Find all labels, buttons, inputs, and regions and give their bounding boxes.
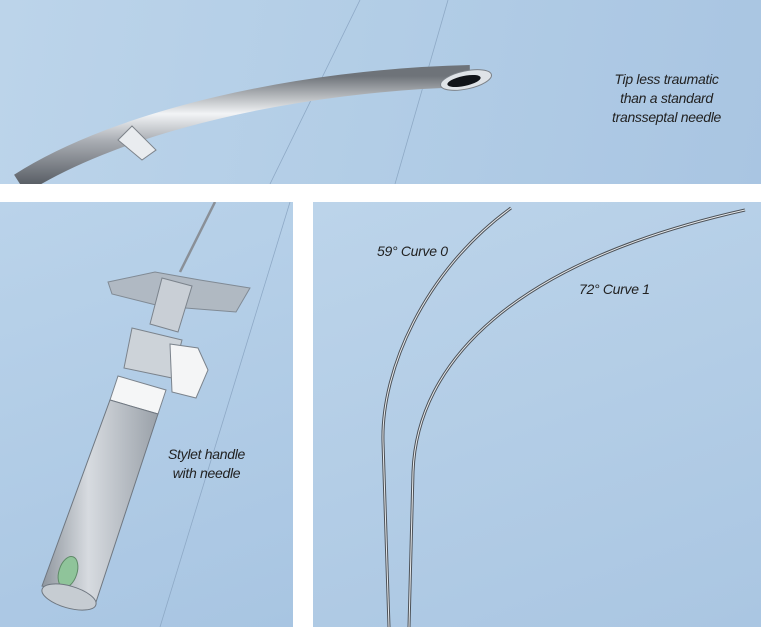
needle-lumen — [447, 74, 481, 88]
curve-1-needle — [407, 208, 746, 627]
left-panel-stylet-handle: Stylet handle with needle — [0, 202, 293, 627]
handle-end-cap — [41, 583, 97, 611]
tip-caption: Tip less traumatic than a standard trans… — [612, 71, 722, 125]
needle-collar — [117, 125, 157, 161]
stylet-handle-illustration — [41, 202, 291, 627]
curve-0-highlight — [382, 207, 512, 627]
hub-spring — [149, 277, 193, 333]
right-panel-curves: 59° Curve 0 72° Curve 1 — [313, 202, 761, 627]
top-panel-needle-tip: Tip less traumatic than a standard trans… — [0, 0, 761, 184]
guide-line — [159, 202, 291, 627]
curve-0-label: 59° Curve 0 — [377, 243, 448, 259]
curve-0-needle — [381, 206, 512, 627]
stylet-needle — [178, 202, 217, 273]
curves-illustration — [381, 206, 746, 627]
stylet-caption: Stylet handle with needle — [168, 446, 246, 481]
valve-knob — [169, 343, 209, 399]
curve-1-label: 72° Curve 1 — [579, 281, 650, 297]
needle-tip-illustration — [14, 0, 493, 184]
needle-shaft — [14, 65, 471, 184]
guide-line — [394, 0, 449, 184]
curve-1-highlight — [408, 209, 746, 627]
